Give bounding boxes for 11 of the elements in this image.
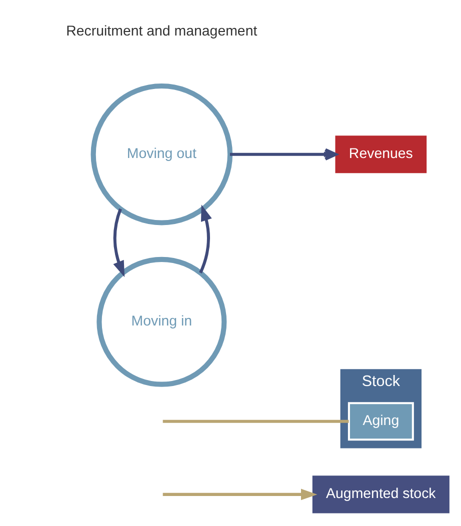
node-circle: Moving in: [96, 256, 226, 387]
arrow: [112, 208, 124, 278]
arrow: [229, 148, 337, 160]
arrow: [162, 488, 317, 500]
node-box: Aging: [347, 402, 414, 441]
node-circle: Moving out: [90, 83, 232, 226]
node-box: Augmented stock: [312, 476, 449, 514]
label: Recruitment and management: [66, 23, 257, 40]
node-box: Revenues: [334, 136, 426, 174]
arrow: [198, 204, 212, 274]
connector: [162, 420, 348, 423]
